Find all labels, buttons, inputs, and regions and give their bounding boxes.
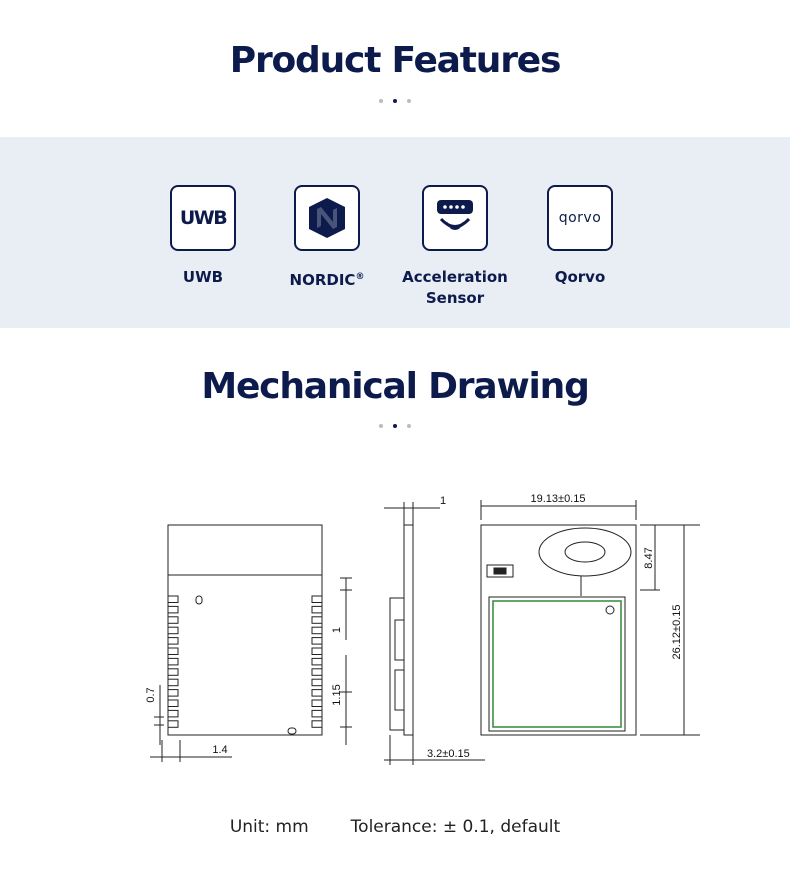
castellated-pad <box>311 657 323 666</box>
title-divider-dots <box>0 99 790 103</box>
castellated-pad <box>311 637 323 645</box>
features-band <box>0 137 790 328</box>
feature-qorvo: qorvo Qorvo <box>520 185 640 288</box>
tolerance-text: Tolerance: ± 0.1, default <box>350 817 561 837</box>
castellated-pad <box>311 626 323 635</box>
castellated-pad <box>311 605 323 614</box>
feature-label-qorvo: Qorvo <box>554 268 606 286</box>
castellated-pad <box>311 678 323 687</box>
castellated-pad <box>311 668 323 676</box>
castellated-pad <box>167 626 179 635</box>
module-bottom-view <box>167 524 323 736</box>
castellated-pad <box>311 709 323 718</box>
module-top-view <box>480 500 700 736</box>
dim-pad-pitch: 1 <box>331 627 343 633</box>
castellated-pad <box>167 668 179 676</box>
dim-pad-width: 0.7 <box>145 687 157 702</box>
feature-label-acceleration-sensor: Acceleration Sensor <box>402 268 508 307</box>
castellated-pad <box>167 678 179 687</box>
mechanical-drawing: 1 1.15 0.7 1.4 1 3.2±0.15 19.13±0 <box>145 493 700 765</box>
unit-text: Unit: mm <box>229 817 309 837</box>
castellated-pad <box>311 647 323 655</box>
qorvo-logo-icon: qorvo <box>547 185 613 251</box>
svg-text:qorvo: qorvo <box>559 210 602 226</box>
castellated-pad <box>311 689 323 697</box>
castellated-pad <box>311 595 323 603</box>
castellated-pad <box>167 595 179 603</box>
title-divider-dots <box>0 424 790 428</box>
product-features-title: Product Features <box>229 40 562 81</box>
castellated-pad <box>167 720 179 728</box>
dim-module-thickness: 3.2±0.15 <box>427 748 470 760</box>
feature-label-nordic: NORDIC® <box>289 271 365 289</box>
feature-label-uwb: UWB <box>182 268 224 286</box>
svg-text:UWB: UWB <box>180 207 227 229</box>
castellated-pad <box>311 699 323 707</box>
acceleration-sensor-icon <box>422 185 488 251</box>
feature-nordic: NORDIC® <box>267 185 387 291</box>
mechanical-drawing-title: Mechanical Drawing <box>201 366 590 407</box>
castellated-pad <box>167 637 179 645</box>
nordic-logo-icon <box>294 185 360 251</box>
feature-uwb: UWB UWB <box>143 185 263 288</box>
left-castellated-pads <box>167 595 179 728</box>
uwb-logo-icon: UWB <box>170 185 236 251</box>
dim-height: 26.12±0.15 <box>671 605 683 660</box>
castellated-pad <box>167 689 179 697</box>
castellated-pad <box>167 616 179 624</box>
dim-edge-offset: 1.4 <box>212 744 227 756</box>
dim-pcb-thickness: 1 <box>440 495 446 507</box>
castellated-pad <box>167 647 179 655</box>
right-castellated-pads <box>311 595 323 728</box>
feature-acceleration-sensor: Acceleration Sensor <box>395 185 515 309</box>
castellated-pad <box>311 616 323 624</box>
dim-width: 19.13±0.15 <box>531 493 586 505</box>
castellated-pad <box>311 720 323 728</box>
footer-note: Unit: mm Tolerance: ± 0.1, default <box>0 817 790 837</box>
castellated-pad <box>167 699 179 707</box>
castellated-pad <box>167 605 179 614</box>
dim-pad-height: 1.15 <box>331 684 343 705</box>
castellated-pad <box>167 709 179 718</box>
castellated-pad <box>167 657 179 666</box>
dim-antenna-length: 8.47 <box>643 547 655 568</box>
module-side-view <box>384 502 485 765</box>
